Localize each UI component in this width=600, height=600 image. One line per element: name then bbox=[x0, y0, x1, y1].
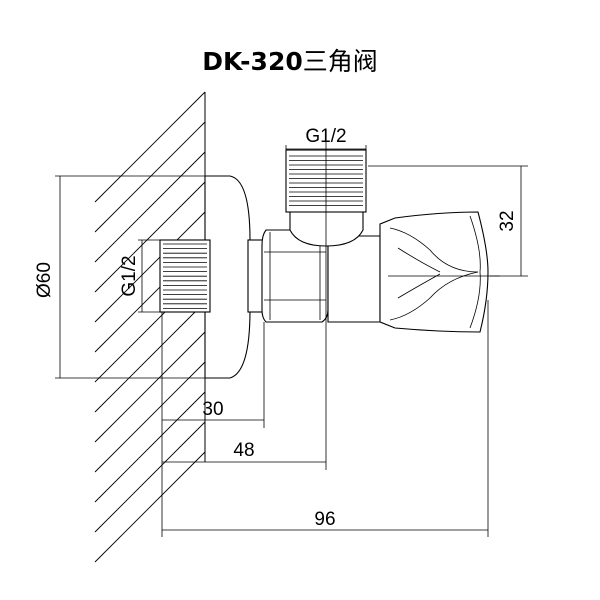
outlet-thread-label: G1/2 bbox=[305, 126, 346, 147]
hatch-line bbox=[94, 391, 206, 503]
valve-handle bbox=[379, 211, 489, 333]
hex-nut bbox=[261, 229, 329, 323]
valve-body bbox=[321, 235, 381, 323]
wall-to-outlet-axis-label: 48 bbox=[233, 440, 254, 461]
hatch-line bbox=[94, 301, 206, 413]
dimension-overall-length: 96 bbox=[161, 300, 489, 537]
wall-flange bbox=[204, 175, 251, 379]
overall-length-label: 96 bbox=[314, 509, 335, 530]
dimension-outlet-thread: G1/2 bbox=[285, 126, 367, 165]
dimension-flange-diameter: Ø60 bbox=[34, 175, 230, 379]
hatch-line bbox=[94, 451, 206, 563]
dimension-wall-to-hex: 30 bbox=[162, 322, 265, 428]
dimension-outlet-height: 32 bbox=[368, 165, 528, 277]
inlet-thread-label: G1/2 bbox=[119, 255, 140, 296]
wall-hatching bbox=[94, 91, 206, 563]
drawing-title: DK-320三角阀 bbox=[0, 42, 580, 78]
outlet-height-label: 32 bbox=[497, 210, 518, 231]
model-number: DK-320 bbox=[202, 47, 303, 76]
product-name: 三角阀 bbox=[302, 47, 378, 76]
hatch-line bbox=[94, 331, 206, 443]
flange-diameter-label: Ø60 bbox=[34, 262, 55, 298]
hatch-line bbox=[94, 181, 206, 293]
hatch-line bbox=[94, 121, 206, 233]
hatch-line bbox=[94, 151, 206, 263]
hatch-line bbox=[94, 211, 206, 323]
hatch-line bbox=[94, 361, 206, 473]
hatch-line bbox=[94, 421, 206, 533]
hatch-line bbox=[94, 91, 206, 203]
dimension-wall-to-outlet-axis: 48 bbox=[162, 440, 326, 463]
wall-to-hex-label: 30 bbox=[202, 399, 223, 420]
dimension-inlet-thread: G1/2 bbox=[119, 239, 165, 313]
inlet-thread bbox=[159, 239, 211, 313]
